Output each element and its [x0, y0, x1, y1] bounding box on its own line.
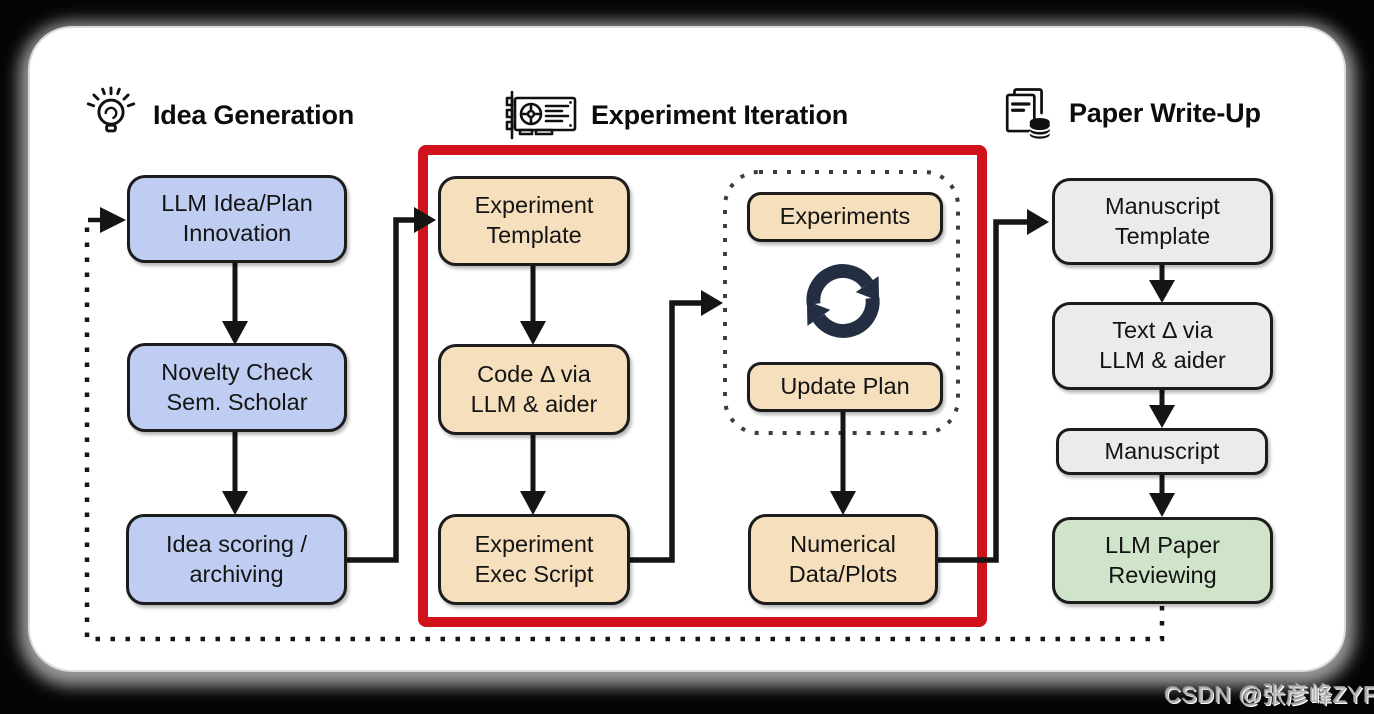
node-label: Numerical Data/Plots [788, 530, 898, 587]
elbow-numerical-to-manuscripttemplate [938, 209, 1049, 563]
feedback-loop-dotted-line [84, 207, 1165, 642]
node-experiments: Experiments [747, 192, 943, 242]
node-idea-scoring-archiving: Idea scoring / archiving [126, 514, 347, 605]
section-title: Idea Generation [153, 99, 355, 130]
node-experiment-template: Experiment Template [438, 176, 630, 266]
refresh-cycle-icon [791, 249, 895, 353]
node-label: Manuscript Template [1105, 192, 1220, 249]
node-manuscript: Manuscript [1056, 428, 1268, 475]
arrow-novelty-to-scoring [222, 432, 248, 515]
arrow-code-to-exec [520, 435, 546, 515]
arrow-textdelta-to-manuscript [1149, 390, 1175, 428]
node-numerical-data-plots: Numerical Data/Plots [748, 514, 938, 605]
node-llm-idea-plan-innovation: LLM Idea/Plan Innovation [127, 175, 347, 263]
arrow-manuscript-to-reviewing [1149, 475, 1175, 517]
arrow-updateplan-to-numerical [830, 412, 856, 515]
elbow-scoring-to-template [347, 207, 436, 563]
section-title: Paper Write-Up [1069, 97, 1261, 128]
node-experiment-exec-script: Experiment Exec Script [438, 514, 630, 605]
node-llm-paper-reviewing: LLM Paper Reviewing [1052, 517, 1273, 604]
section-title: Experiment Iteration [591, 99, 849, 130]
lightbulb-icon [82, 86, 140, 144]
arrow-idea-to-novelty [222, 263, 248, 345]
section-header-experiment-iteration: Experiment Iteration [504, 84, 848, 146]
node-update-plan: Update Plan [747, 362, 943, 412]
node-label: Code Δ via LLM & aider [470, 360, 598, 417]
experiment-iteration-highlight-box [418, 145, 987, 627]
section-header-idea-generation: Idea Generation [82, 84, 354, 146]
node-label: Novelty Check Sem. Scholar [161, 358, 313, 415]
node-label: Manuscript [1104, 437, 1220, 464]
node-manuscript-template: Manuscript Template [1052, 178, 1273, 265]
node-novelty-check: Novelty Check Sem. Scholar [127, 343, 347, 432]
node-code-delta-llm-aider: Code Δ via LLM & aider [438, 344, 630, 435]
arrow-template-to-code [520, 266, 546, 345]
section-header-paper-writeup: Paper Write-Up [1000, 82, 1261, 144]
node-label: Experiment Template [474, 192, 594, 248]
paper-stack-database-icon [1000, 83, 1056, 143]
node-label: LLM Idea/Plan Innovation [161, 190, 313, 246]
node-label: Update Plan [780, 373, 910, 400]
csdn-watermark: CSDN @张彦峰ZYF [1164, 682, 1374, 708]
gpu-card-icon [504, 88, 578, 142]
node-text-delta-llm-aider: Text Δ via LLM & aider [1052, 302, 1273, 390]
elbow-exec-to-loop [630, 290, 723, 563]
node-label: Idea scoring / archiving [165, 530, 308, 587]
node-label: Text Δ via LLM & aider [1099, 317, 1226, 373]
node-label: LLM Paper Reviewing [1105, 531, 1220, 588]
node-label: Experiments [779, 203, 911, 230]
node-label: Experiment Exec Script [474, 530, 594, 587]
arrow-manuscripttemplate-to-textdelta [1149, 265, 1175, 303]
